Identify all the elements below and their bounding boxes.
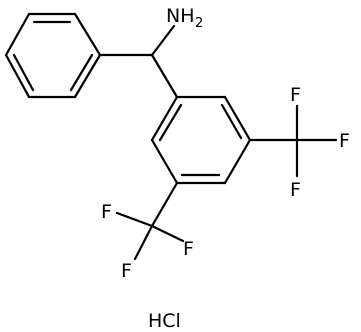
bond [150, 24, 176, 57]
bond [223, 95, 252, 142]
bond [150, 53, 179, 99]
trifluoromethyl-group-right [248, 104, 338, 178]
double-bond [220, 103, 243, 140]
bis-trifluoromethyl-phenyl-ring [150, 95, 252, 185]
fluorine-label: F [290, 84, 301, 106]
bond [150, 181, 179, 228]
bond [150, 224, 185, 243]
double-bond [12, 53, 35, 92]
fluorine-label: F [183, 238, 194, 260]
amine-label: NH [166, 5, 195, 27]
fluorine-label: F [121, 260, 132, 282]
bond [4, 53, 31, 99]
fluorine-label: F [339, 130, 350, 152]
bond [150, 138, 179, 185]
phenyl-ring [4, 12, 102, 99]
trifluoromethyl-group-bottom [115, 181, 185, 261]
bond [4, 12, 31, 57]
hcl-salt-label: HCl [148, 310, 181, 332]
bond [73, 12, 102, 57]
bond [133, 224, 154, 261]
amine-subscript: 2 [195, 16, 203, 31]
bond [223, 138, 252, 185]
bond [73, 53, 102, 99]
bond [150, 95, 179, 142]
fluorine-label: F [101, 201, 112, 223]
double-bond [69, 53, 94, 92]
fluorine-label: F [290, 179, 301, 201]
double-bond [158, 103, 183, 142]
bond [115, 211, 154, 228]
